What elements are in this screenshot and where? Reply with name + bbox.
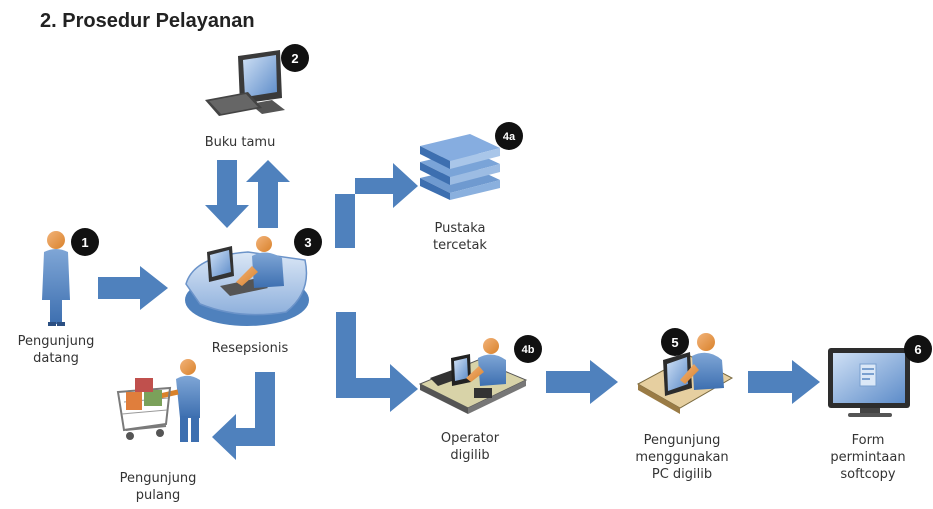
label-line: menggunakan xyxy=(635,450,729,465)
step-badge-6: 6 xyxy=(904,335,932,363)
label-line: Operator xyxy=(440,431,500,446)
label-form-softcopy: Form permintaan softcopy xyxy=(818,432,918,483)
label-line: Pengunjung xyxy=(643,433,721,448)
arrow-to-pulang xyxy=(212,372,275,460)
arrow-up-to-guestbook xyxy=(246,160,290,228)
step-badge-3: 3 xyxy=(294,228,322,256)
page-title: 2. Prosedur Pelayanan xyxy=(40,10,255,32)
arrow-to-pustaka xyxy=(335,163,418,248)
arrow-to-operator xyxy=(336,312,418,412)
label-pustaka-tercetak: Pustaka tercetak xyxy=(410,220,510,254)
svg-text:5: 5 xyxy=(671,335,678,350)
svg-text:2: 2 xyxy=(291,51,298,66)
label-line: softcopy xyxy=(840,467,896,482)
label-buku-tamu: Buku tamu xyxy=(190,134,290,151)
step-badge-4b: 4b xyxy=(514,335,542,363)
label-line: digilib xyxy=(450,448,490,463)
arrow-visitor-to-reception xyxy=(98,266,168,310)
step-badge-2: 2 xyxy=(281,44,309,72)
label-line: Resepsionis xyxy=(211,341,289,356)
label-line: permintaan xyxy=(830,450,906,465)
svg-text:1: 1 xyxy=(81,235,88,250)
label-line: Buku tamu xyxy=(204,135,276,150)
person-icon xyxy=(42,231,70,326)
svg-text:4b: 4b xyxy=(522,344,535,356)
label-line: pulang xyxy=(135,488,181,503)
label-pengunjung-datang: Pengunjung datang xyxy=(6,333,106,367)
label-operator-digilib: Operator digilib xyxy=(420,430,520,464)
label-pengunjung-pc: Pengunjung menggunakan PC digilib xyxy=(627,432,737,483)
arrow-pc-to-form xyxy=(748,360,820,404)
monitor-form-icon xyxy=(828,348,910,417)
book-stack-icon xyxy=(420,134,500,200)
reception-desk-icon xyxy=(185,236,309,326)
step-badge-1: 1 xyxy=(71,228,99,256)
label-pengunjung-pulang: Pengunjung pulang xyxy=(108,470,208,504)
operator-workstation-icon xyxy=(418,338,528,414)
computer-icon xyxy=(205,50,285,116)
label-line: Pengunjung xyxy=(17,334,95,349)
step-badge-4a: 4a xyxy=(495,122,523,150)
arrow-operator-to-pc xyxy=(546,360,618,404)
label-line: Pustaka xyxy=(434,221,486,236)
label-line: tercetak xyxy=(433,238,487,253)
arrow-down-to-reception xyxy=(205,160,249,228)
step-badge-5: 5 xyxy=(661,328,689,356)
label-line: datang xyxy=(33,351,79,366)
label-line: Form xyxy=(851,433,885,448)
svg-text:4a: 4a xyxy=(503,131,516,143)
shopping-cart-icon xyxy=(116,359,200,442)
svg-text:6: 6 xyxy=(914,342,921,357)
label-line: PC digilib xyxy=(651,467,713,482)
svg-text:3: 3 xyxy=(304,235,311,250)
label-line: Pengunjung xyxy=(119,471,197,486)
label-resepsionis: Resepsionis xyxy=(200,340,300,357)
pc-user-icon xyxy=(636,333,734,414)
